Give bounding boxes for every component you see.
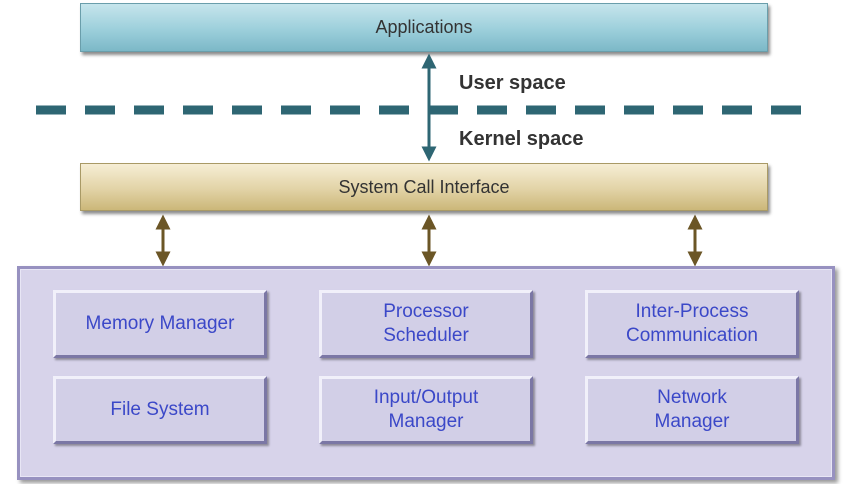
- module-label: Network Manager: [654, 387, 730, 432]
- applications-label: Applications: [375, 17, 473, 37]
- module-label: File System: [110, 399, 210, 420]
- module-inter-process-communication: Inter-Process Communication: [585, 290, 799, 358]
- system-call-interface-bar: System Call Interface: [80, 163, 768, 211]
- system-call-interface-label: System Call Interface: [338, 176, 510, 197]
- module-input-output-manager: Input/Output Manager: [319, 376, 533, 444]
- applications-bar: Applications: [80, 3, 768, 52]
- kernel-space-label: Kernel space: [459, 128, 584, 150]
- module-file-system: File System: [53, 376, 267, 444]
- module-label: Memory Manager: [85, 313, 235, 334]
- module-processor-scheduler: Processor Scheduler: [319, 290, 533, 358]
- module-label: Processor Scheduler: [383, 301, 469, 346]
- module-network-manager: Network Manager: [585, 376, 799, 444]
- module-label: Input/Output Manager: [373, 387, 479, 432]
- module-label: Inter-Process Communication: [626, 301, 758, 346]
- kernel-panel: Memory Manager Processor Scheduler Inter…: [17, 266, 835, 480]
- user-space-label: User space: [459, 72, 566, 94]
- module-memory-manager: Memory Manager: [53, 290, 267, 358]
